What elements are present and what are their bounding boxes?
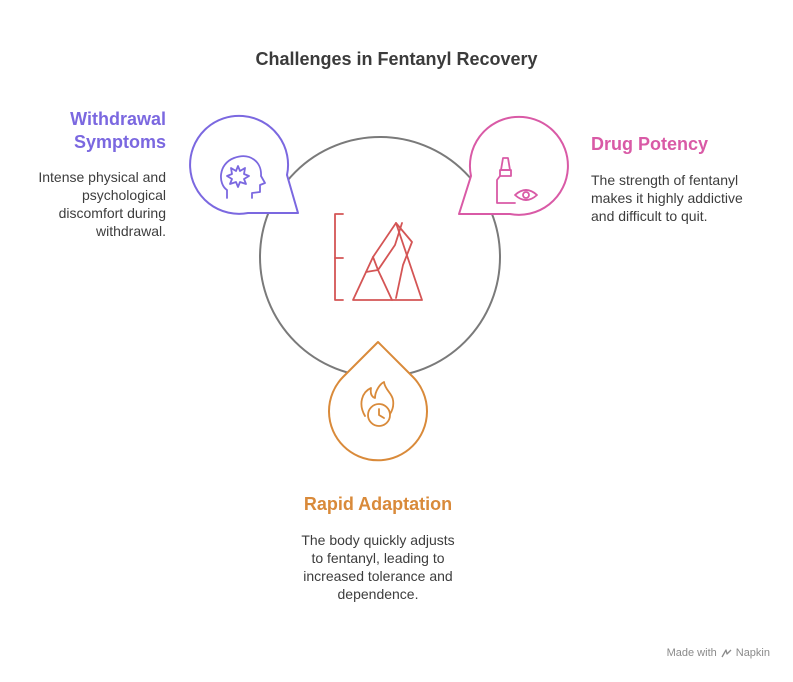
napkin-brand: Napkin: [735, 647, 770, 659]
footer-credit[interactable]: Made with Napkin: [667, 647, 770, 659]
napkin-logo-icon: [721, 648, 732, 657]
mountain-climb-icon: [334, 213, 423, 301]
adaptation-heading: Rapid Adaptation: [303, 494, 453, 514]
withdrawal-node: [189, 114, 299, 215]
head-burst-icon: [220, 155, 266, 199]
withdrawal-heading: Withdrawal Symptoms: [70, 109, 166, 152]
potency-badge: [458, 115, 569, 216]
withdrawal-badge: [189, 114, 299, 215]
center-ring: [259, 136, 501, 378]
made-with-label: Made with: [666, 647, 717, 659]
adaptation-badge: [328, 341, 428, 462]
potency-description: The strength of fentanyl makes it highly…: [591, 172, 743, 224]
diagram-title: Challenges in Fentanyl Recovery: [255, 49, 538, 69]
potency-heading: Drug Potency: [591, 134, 709, 154]
dropper-eye-icon: [496, 157, 538, 204]
adaptation-node: [328, 341, 428, 462]
potency-node: [458, 115, 569, 216]
fire-clock-icon: [360, 381, 395, 427]
adaptation-description: The body quickly adjusts to fentanyl, le…: [301, 532, 455, 602]
withdrawal-description: Intense physical and psychological disco…: [38, 169, 166, 239]
